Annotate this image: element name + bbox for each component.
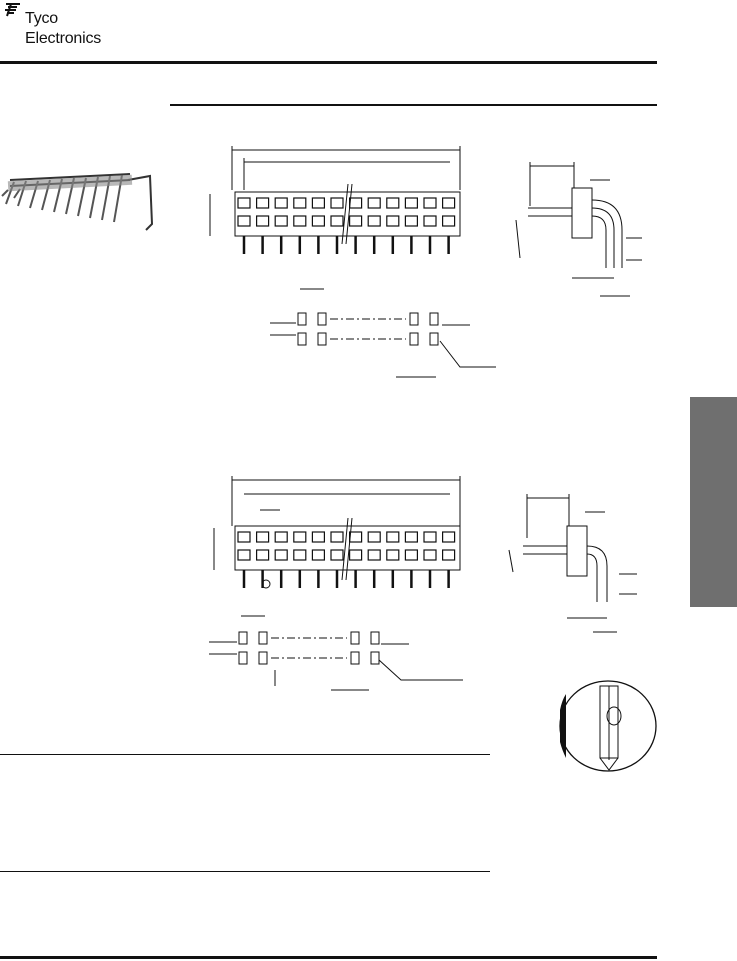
contact-pad [367, 197, 381, 209]
contact-pad [349, 197, 363, 209]
contact-pad [349, 549, 363, 561]
contact-pad [404, 215, 418, 227]
contact-pad [330, 215, 344, 227]
header-photo-icon [1, 173, 154, 231]
contact-pad [349, 215, 363, 227]
contact-pad [349, 531, 363, 543]
footer-rule [0, 956, 657, 959]
contact-pad [386, 531, 400, 543]
contact-pad [423, 531, 437, 543]
contact-pad [423, 549, 437, 561]
tyco-logo-icon [5, 3, 20, 17]
contact-pad [330, 531, 344, 543]
contact-pad [274, 531, 288, 543]
contact-pad [404, 531, 418, 543]
contact-pad [442, 215, 456, 227]
contact-pad [367, 215, 381, 227]
header-rule [0, 61, 657, 64]
contact-pad [293, 197, 307, 209]
front-view-drawing-2 [213, 476, 461, 589]
footprint-drawing-2 [209, 615, 463, 691]
brand-line-2: Electronics [25, 30, 102, 47]
contact-pad [237, 215, 251, 227]
company-logo-text: Tyco Electronics [25, 9, 101, 49]
contact-pad [423, 197, 437, 209]
contact-pad [330, 197, 344, 209]
contact-pad [237, 197, 251, 209]
contact-pad [330, 549, 344, 561]
contact-pad [237, 531, 251, 543]
contact-pad [423, 215, 437, 227]
contact-pad [311, 549, 326, 561]
contact-pad [311, 531, 326, 543]
contact-pad [274, 197, 288, 209]
contact-pad [255, 549, 270, 561]
contact-pad [386, 197, 400, 209]
table-rule-mid [0, 871, 490, 872]
contact-pad [386, 549, 400, 561]
side-tab [690, 397, 737, 607]
side-view-drawing-2 [508, 494, 637, 633]
contact-pad [255, 531, 270, 543]
contact-pad [293, 549, 307, 561]
contact-pad [442, 531, 456, 543]
contact-pad [404, 549, 418, 561]
table-rule-top [0, 754, 490, 755]
contact-pad [386, 215, 400, 227]
contact-pad [293, 215, 307, 227]
contact-pad [404, 197, 418, 209]
contact-pad [442, 549, 456, 561]
brand-line-1: Tyco [25, 10, 58, 27]
footprint-drawing-1 [270, 288, 496, 378]
contact-pad [311, 215, 326, 227]
contact-pad [293, 531, 307, 543]
side-view-drawing-1 [515, 162, 642, 297]
contact-pad [442, 197, 456, 209]
contact-pad [274, 549, 288, 561]
contact-pad [255, 197, 270, 209]
contact-pad [274, 215, 288, 227]
pin-detail-icon [559, 680, 657, 772]
front-view-drawing-1 [209, 146, 461, 254]
contact-pad [237, 549, 251, 561]
contact-pad [255, 215, 270, 227]
section-rule [170, 104, 657, 106]
contact-pad [367, 549, 381, 561]
contact-pad [311, 197, 326, 209]
contact-pad [367, 531, 381, 543]
